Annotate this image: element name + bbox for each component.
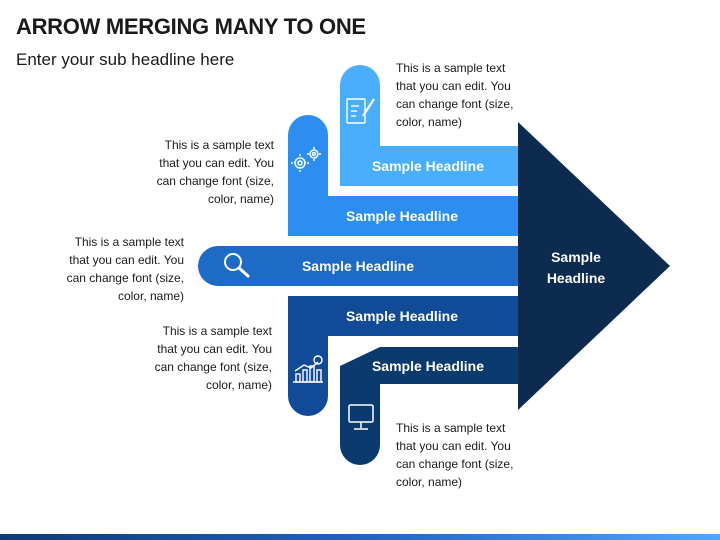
- arm-4: Sample Headline: [288, 296, 520, 416]
- arm-3: Sample Headline: [198, 246, 520, 286]
- arm-4-headline: Sample Headline: [346, 308, 458, 324]
- footer-bar: [0, 534, 720, 540]
- arm-1-headline: Sample Headline: [372, 158, 484, 174]
- arm-2: Sample Headline: [288, 115, 520, 236]
- center-headline-line2: Headline: [547, 270, 606, 286]
- page-title: ARROW MERGING MANY TO ONE: [16, 14, 366, 39]
- arrow-head: Sample Headline: [518, 122, 670, 410]
- center-headline-line1: Sample: [551, 249, 601, 265]
- growth-chart-icon: [293, 355, 323, 383]
- search-icon: [224, 253, 250, 278]
- arm-1: Sample Headline: [340, 65, 520, 186]
- arm-5-headline: Sample Headline: [372, 358, 484, 374]
- monitor-icon: [348, 404, 374, 430]
- page-subtitle: Enter your sub headline here: [16, 50, 235, 69]
- arm-2-headline: Sample Headline: [346, 208, 458, 224]
- edit-document-icon: [346, 98, 375, 124]
- gears-icon: [291, 147, 321, 172]
- arm-5: Sample Headline: [340, 347, 520, 465]
- arm-3-headline: Sample Headline: [302, 258, 414, 274]
